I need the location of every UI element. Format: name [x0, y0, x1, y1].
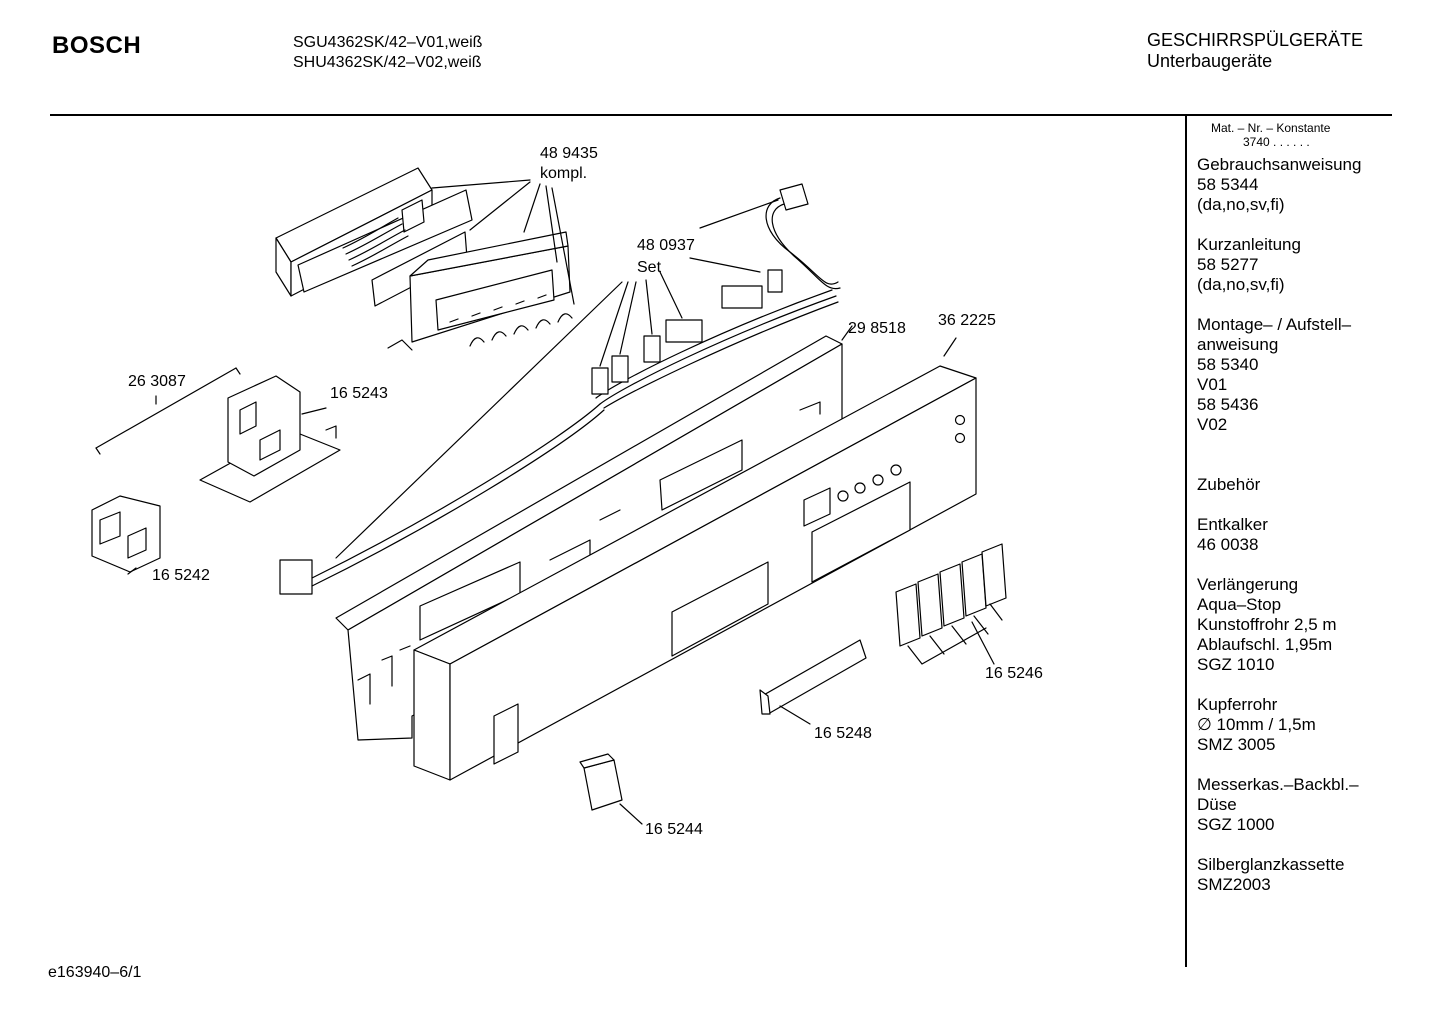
info-line: Gebrauchsanweisung [1197, 155, 1362, 174]
label-362225: 36 2225 [938, 312, 996, 329]
info-line: SGZ 1010 [1197, 655, 1275, 674]
info-line: Aqua–Stop [1197, 595, 1282, 614]
label-kompl: kompl. [540, 165, 587, 182]
part-cover-strip[interactable] [759, 639, 867, 725]
label-165243: 16 5243 [330, 385, 388, 402]
model-numbers: SGU4362SK/42–V01,weiß SHU4362SK/42–V02,w… [293, 33, 482, 73]
parts-info-sidebar: Mat. – Nr. – Konstante 3740 . . . . . . … [1197, 121, 1387, 915]
info-block-copper-pipe: Kupferrohr ∅ 10mm / 1,5m SMZ 3005 [1197, 695, 1387, 755]
exploded-parts-diagram: 48 9435 kompl. 48 0937 Set 29 8518 36 22… [91, 145, 1043, 838]
label-263087: 26 3087 [128, 373, 186, 390]
info-block-accessories: Zubehör [1197, 475, 1387, 495]
label-set: Set [637, 259, 662, 276]
info-block-extension: Verlängerung Aqua–Stop Kunstoffrohr 2,5 … [1197, 575, 1387, 675]
part-electronics-module[interactable] [275, 167, 575, 351]
document-code: e163940–6/1 [48, 964, 142, 981]
info-block-short-guide: Kurzanleitung 58 5277 (da,no,sv,fi) [1197, 235, 1387, 295]
label-298518: 29 8518 [848, 320, 906, 337]
label-165244: 16 5244 [645, 821, 703, 838]
info-line: ∅ 10mm / 1,5m [1197, 715, 1316, 734]
sidebar-divider [1185, 116, 1187, 967]
info-block-silver-cassette: Silberglanzkassette SMZ2003 [1197, 855, 1387, 895]
part-switch-assembly[interactable] [91, 367, 341, 575]
info-line: V02 [1197, 415, 1228, 434]
info-line: 58 5344 [1197, 175, 1259, 194]
label-165246: 16 5246 [985, 665, 1043, 682]
info-line: Messerkas.–Backbl.– [1197, 775, 1359, 794]
info-line: SMZ2003 [1197, 875, 1271, 894]
info-line: Ablaufschl. 1,95m [1197, 635, 1333, 654]
info-line: 58 5277 [1197, 255, 1259, 274]
info-line: V01 [1197, 375, 1228, 394]
info-line: Verlängerung [1197, 575, 1299, 594]
info-block-installation: Montage– / Aufstell– anweisung 58 5340 V… [1197, 315, 1387, 435]
info-line: 58 5340 [1197, 355, 1259, 374]
label-165242: 16 5242 [152, 567, 210, 584]
info-line: Silberglanzkassette [1197, 855, 1345, 874]
info-block-manual: Gebrauchsanweisung 58 5344 (da,no,sv,fi) [1197, 155, 1387, 215]
info-line: anweisung [1197, 335, 1279, 354]
part-control-panel[interactable] [413, 337, 977, 781]
info-line: Kupferrohr [1197, 695, 1278, 714]
info-block-nozzle: Messerkas.–Backbl.– Düse SGZ 1000 [1197, 775, 1387, 835]
info-line: SMZ 3005 [1197, 735, 1276, 754]
material-number-value: 3740 . . . . . . [1243, 135, 1310, 149]
info-line: 46 0038 [1197, 535, 1259, 554]
part-button-keys[interactable] [895, 543, 1007, 665]
label-489435: 48 9435 [540, 145, 598, 162]
info-line: Zubehör [1197, 475, 1261, 494]
info-line: 58 5436 [1197, 395, 1259, 414]
label-165248: 16 5248 [814, 725, 872, 742]
part-wiring-harness[interactable] [279, 183, 841, 595]
category-subtitle: Unterbaugeräte [1147, 51, 1273, 71]
model-line-1: SGU4362SK/42–V01,weiß [293, 34, 483, 51]
info-line: Düse [1197, 795, 1237, 814]
info-line: Entkalker [1197, 515, 1268, 534]
info-line: Montage– / Aufstell– [1197, 315, 1352, 334]
info-line: Kunstoffrohr 2,5 m [1197, 615, 1337, 634]
material-number-label: Mat. – Nr. – Konstante [1211, 121, 1331, 135]
info-line: Kurzanleitung [1197, 235, 1301, 254]
info-line: (da,no,sv,fi) [1197, 195, 1285, 214]
label-480937: 48 0937 [637, 237, 695, 254]
category-title: GESCHIRRSPÜLGERÄTE [1147, 30, 1364, 50]
header-divider [50, 114, 1392, 116]
info-line: SGZ 1000 [1197, 815, 1275, 834]
brand-logo: BOSCH [52, 32, 142, 59]
appliance-category: GESCHIRRSPÜLGERÄTE Unterbaugeräte [1147, 30, 1363, 72]
part-knob[interactable] [579, 753, 643, 825]
info-block-descaler: Entkalker 46 0038 [1197, 515, 1387, 555]
model-line-2: SHU4362SK/42–V02,weiß [293, 54, 482, 71]
info-line: (da,no,sv,fi) [1197, 275, 1285, 294]
